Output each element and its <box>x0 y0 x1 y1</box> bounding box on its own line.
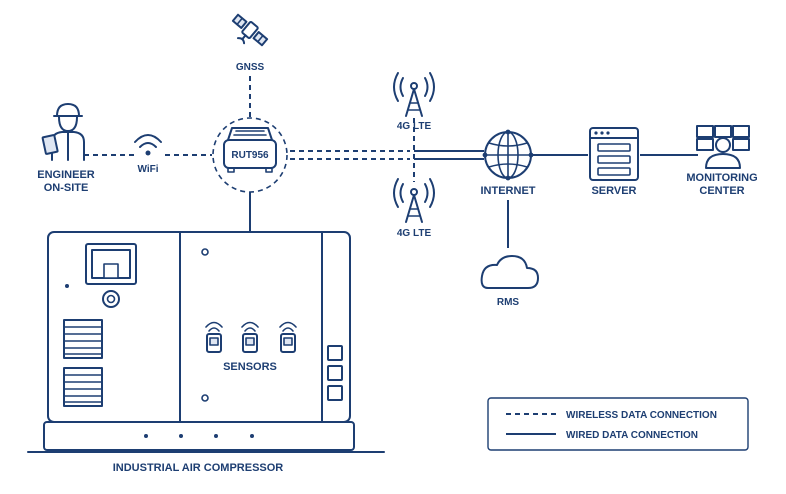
compressor-label: INDUSTRIAL AIR COMPRESSOR <box>113 462 284 474</box>
legend-wireless-label: WIRELESS DATA CONNECTION <box>566 410 717 421</box>
monitoring-center-icon <box>696 125 750 169</box>
router-label: RUT956 <box>231 150 269 161</box>
cell-tower-icon-top <box>393 72 435 117</box>
legend: WIRELESS DATA CONNECTION WIRED DATA CONN… <box>487 397 749 451</box>
cell-tower-icon-bottom <box>393 178 435 223</box>
cloud-icon <box>480 255 539 289</box>
server-icon <box>589 127 639 181</box>
compressor-vent-bottom <box>63 367 103 407</box>
lte-top-label: 4G LTE <box>397 121 432 132</box>
wifi-icon <box>134 130 164 160</box>
engineer-label-line1: ENGINEER <box>37 169 95 181</box>
sensor-icon-3 <box>279 321 297 353</box>
compressor-icon <box>27 231 385 453</box>
monitoring-label-line2: CENTER <box>699 185 744 197</box>
internet-label: INTERNET <box>481 185 536 197</box>
lte-bottom-label: 4G LTE <box>397 228 432 239</box>
legend-wired-label: WIRED DATA CONNECTION <box>566 430 698 441</box>
sensors-label: SENSORS <box>223 361 277 373</box>
router-icon <box>223 127 277 173</box>
sensor-icon-2 <box>241 321 259 353</box>
compressor-vent-top <box>63 319 103 359</box>
server-label: SERVER <box>591 185 636 197</box>
engineer-icon <box>41 103 85 161</box>
globe-icon <box>482 129 534 181</box>
satellite-icon <box>231 13 269 47</box>
engineer-label-line2: ON-SITE <box>44 182 89 194</box>
sensor-icon-1 <box>205 321 223 353</box>
rms-label: RMS <box>497 297 520 308</box>
monitoring-label-line1: MONITORING <box>686 172 757 184</box>
gnss-label: GNSS <box>236 62 265 73</box>
wifi-label: WiFi <box>137 164 158 175</box>
